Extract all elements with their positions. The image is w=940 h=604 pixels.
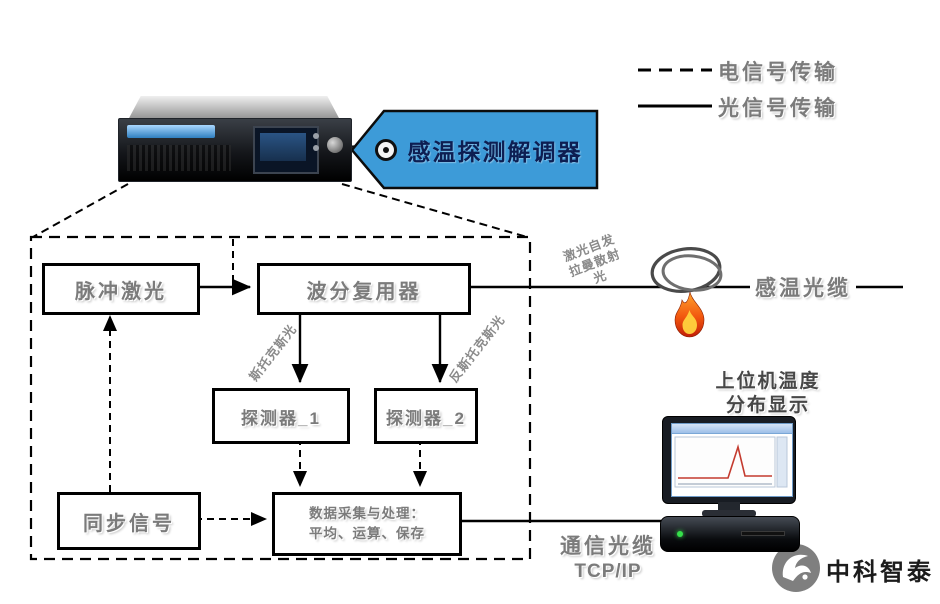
instrument-display <box>253 126 319 174</box>
sync-signal-box: 同步信号 <box>57 492 201 550</box>
monitor-stand <box>718 502 740 512</box>
flame-icon <box>674 291 705 338</box>
detector2-label: 探测器_2 <box>386 408 466 428</box>
instrument-button <box>313 145 319 151</box>
detector2-box: 探测器_2 <box>374 388 478 444</box>
legend-optical-label: 光信号传输 <box>718 97 838 120</box>
pulse-laser-box: 脉冲激光 <box>42 263 200 315</box>
host-computer <box>660 416 800 552</box>
explode-line-left <box>32 183 129 238</box>
brand-name: 中科智泰 <box>826 559 934 586</box>
pulse-laser-label: 脉冲激光 <box>75 280 167 303</box>
legend-electrical-label: 电信号传输 <box>718 61 838 84</box>
instrument-vents <box>127 145 231 171</box>
brand-logo-icon <box>772 544 820 592</box>
instrument-brand-strip <box>127 125 215 138</box>
instrument-front-panel <box>118 118 352 182</box>
daq-label-line1: 数据采集与处理： <box>309 506 425 522</box>
daq-label-line2: 平均、运算、保存 <box>309 526 425 541</box>
sync-signal-label: 同步信号 <box>83 512 175 535</box>
monitor-bezel <box>662 416 796 504</box>
instrument-button <box>313 133 319 139</box>
explode-line-right <box>341 183 528 238</box>
monitor-window-titlebar <box>672 424 792 434</box>
detector1-box: 探测器_1 <box>212 388 350 444</box>
device-tag-shape <box>350 109 599 190</box>
dts-instrument-photo <box>118 96 352 184</box>
detector1-label: 探测器_1 <box>241 408 321 428</box>
host-chassis <box>660 516 800 552</box>
sensing-cable-label: 感温光缆 <box>750 272 856 302</box>
wdm-box: 波分复用器 <box>257 263 471 315</box>
comm-cable-label: 通信光缆 TCP/IP <box>550 533 666 585</box>
monitor-base <box>702 510 756 517</box>
enclosure-dashed-box <box>29 235 532 561</box>
host-display-label: 上位机温度 分布显示 <box>693 370 843 418</box>
chassis-slot <box>741 531 785 536</box>
instrument-top-face <box>128 96 340 120</box>
fiber-coil-icon <box>650 247 723 293</box>
comm-label-line1: 通信光缆 <box>560 535 656 558</box>
comm-label-line2: TCP/IP <box>574 561 642 583</box>
instrument-display-glow <box>260 133 306 161</box>
temperature-trace-chart <box>674 436 788 488</box>
tag-grommet-hole <box>383 147 389 153</box>
power-led <box>677 531 683 537</box>
daq-box: 数据采集与处理： 平均、运算、保存 <box>272 492 462 556</box>
device-tag-label: 感温探测解调器 <box>407 139 583 165</box>
instrument-knob <box>327 137 343 153</box>
wdm-label: 波分复用器 <box>306 280 422 303</box>
monitor-screen <box>671 423 793 497</box>
host-label-line1: 上位机温度 <box>715 371 821 392</box>
host-label-line2: 分布显示 <box>725 394 810 416</box>
